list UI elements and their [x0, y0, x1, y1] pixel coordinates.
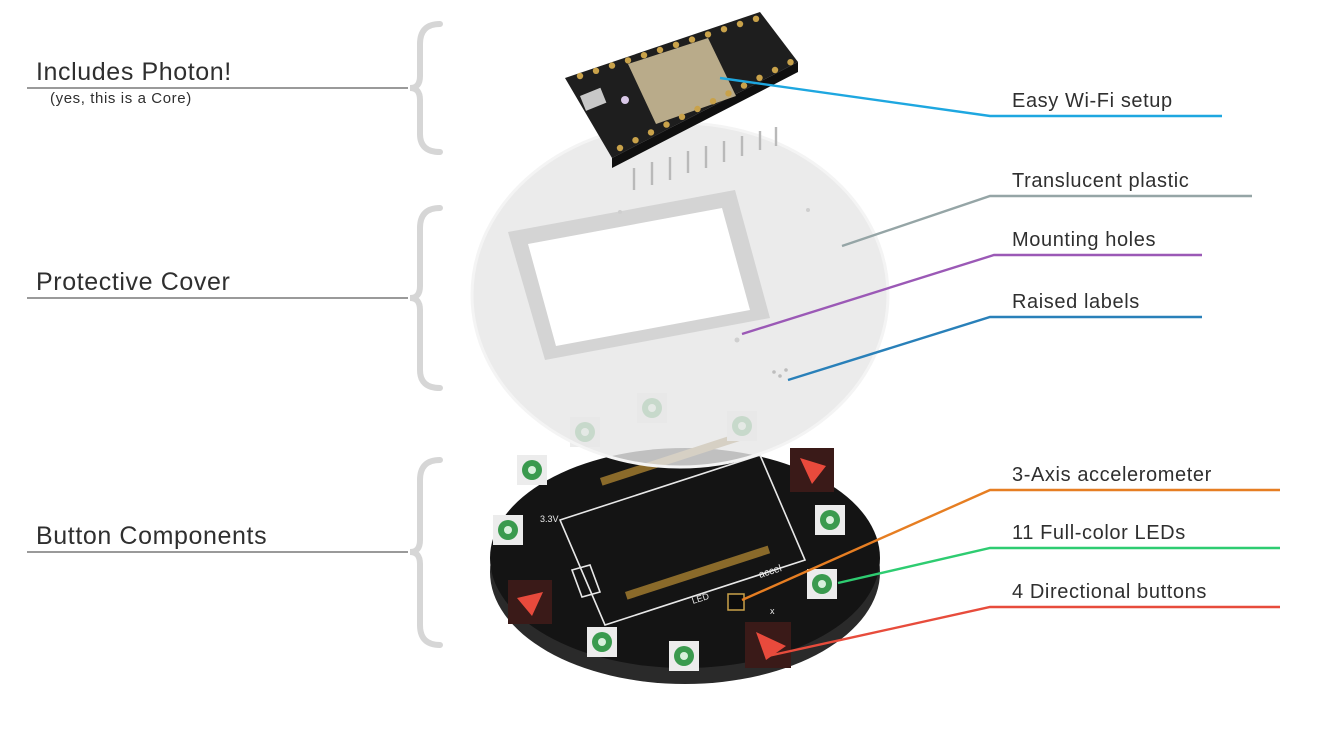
photon-header-holes — [576, 15, 794, 152]
callout-label-raised: Raised labels — [1012, 291, 1140, 313]
board-label-axis: x — [770, 606, 775, 616]
callout-label-accel: 3-Axis accelerometer — [1012, 464, 1212, 486]
photon-hole — [678, 113, 686, 121]
photon-hole — [787, 59, 794, 66]
section-sublabel-photon: (yes, this is a Core) — [50, 90, 192, 107]
arrow-pads — [508, 448, 834, 668]
callout-label-wifi: Easy Wi-Fi setup — [1012, 90, 1173, 112]
photon-hole — [624, 57, 632, 64]
photon-hole — [640, 52, 648, 59]
section-lines — [27, 87, 408, 553]
cover-mounting-holes — [618, 208, 810, 343]
callout-line-holes — [741, 253, 1202, 336]
bracket-button — [409, 457, 443, 648]
accelerometer-chip — [727, 593, 745, 611]
photon-hole — [616, 144, 624, 152]
photon-module — [628, 38, 736, 124]
photon-hole — [694, 105, 701, 113]
photon-rgb-led — [621, 96, 629, 104]
callout-label-plastic: Translucent plastic — [1012, 170, 1190, 192]
photon-usb-port — [580, 87, 607, 111]
board-label-power: 3.3V — [540, 514, 559, 524]
photon-hole — [720, 26, 728, 33]
photon-hole — [647, 129, 655, 136]
photon-hole — [704, 31, 712, 38]
arrow-down-icon — [756, 632, 786, 660]
section-label-button: Button Components — [36, 522, 268, 550]
photon-hole — [756, 74, 763, 82]
photon-pcb-edge — [612, 62, 798, 168]
photon-hole — [663, 121, 670, 128]
photon-hole — [672, 41, 680, 48]
photon-hole — [736, 20, 744, 28]
callout-line-plastic — [841, 194, 1252, 248]
arrow-left-icon — [517, 592, 543, 616]
photon-pins — [632, 127, 778, 190]
pcb-silkscreen — [558, 454, 807, 626]
bracket-cover — [409, 205, 443, 391]
led-core — [826, 516, 834, 524]
callout-label-leds: 11 Full-color LEDs — [1012, 522, 1186, 544]
photon-hole — [740, 82, 748, 89]
callout-line-accel — [741, 488, 1280, 602]
led-core — [818, 580, 826, 588]
section-label-photon: Includes Photon! — [36, 58, 232, 86]
photon-hole — [592, 67, 600, 75]
photon-hole — [632, 137, 639, 144]
callout-line-leds — [837, 546, 1280, 585]
section-label-cover: Protective Cover — [36, 268, 231, 296]
arrow-right-icon — [800, 458, 826, 484]
callout-lines — [719, 76, 1280, 658]
pcb-outline-rect — [558, 454, 807, 626]
photon-hole — [608, 62, 616, 69]
callout-label-holes: Mounting holes — [1012, 229, 1157, 251]
photon-hole — [752, 15, 760, 22]
callout-line-wifi — [719, 76, 1222, 118]
photon-hole — [656, 46, 664, 54]
photon-hole — [725, 90, 732, 97]
photon-hole — [771, 66, 779, 74]
led-core — [504, 526, 512, 534]
photon-hole — [576, 72, 584, 80]
protective-cover — [470, 121, 890, 469]
cover-window — [528, 208, 750, 346]
callout-line-dir — [767, 605, 1280, 658]
photon-board — [565, 12, 798, 190]
pcb-inner-rect — [570, 564, 602, 598]
callout-label-dir: 4 Directional buttons — [1012, 581, 1207, 603]
led-core — [598, 638, 606, 646]
pcb-board — [490, 448, 880, 668]
led-core — [680, 652, 688, 660]
callout-line-raised — [787, 315, 1202, 382]
photon-hole — [709, 98, 717, 105]
brackets — [409, 21, 443, 648]
bracket-photon — [409, 21, 443, 155]
led-core — [528, 466, 536, 474]
photon-hole — [688, 36, 696, 43]
cover-raised-labels — [772, 368, 788, 378]
